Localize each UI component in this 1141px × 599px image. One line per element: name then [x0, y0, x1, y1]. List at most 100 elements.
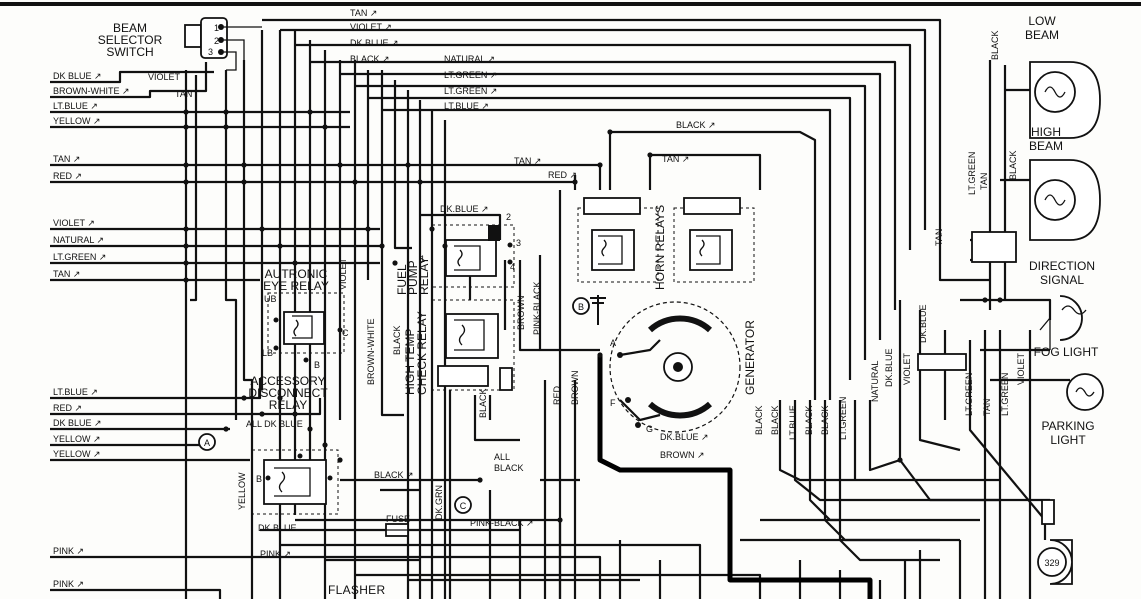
left-wire-label-13: YELLOW ↗	[53, 434, 101, 444]
top-wire-label-5: LT.GREEN ↗	[444, 70, 497, 80]
junction-dot	[277, 395, 283, 401]
generator-side-bus	[740, 400, 1000, 562]
wire-labels: DK BLUE ↗ BROWN-WHITE ↗ LT.BLUE ↗ YELLOW ↗ T…	[53, 8, 1099, 597]
terminal-gen-g: G	[646, 424, 653, 434]
vertical-label-lt-blue-r: LT.BLUE	[788, 405, 798, 440]
top-wire-label-9: TAN ↗	[514, 156, 541, 166]
junction-dot	[307, 426, 313, 432]
vertical-label-black-r3: BLACK	[804, 405, 814, 435]
junction-dot	[429, 226, 435, 232]
junction-dot	[183, 162, 189, 168]
top-wire-label-8: BLACK ↗	[676, 120, 716, 130]
left-wire-label-12: DK BLUE ↗	[53, 418, 102, 428]
terminal-relay-3: 3	[516, 238, 521, 248]
parking-light-bulb	[1066, 373, 1104, 411]
dk-blue-gen-label: DK.BLUE ↗	[660, 432, 709, 442]
left-wire-label-1: BROWN-WHITE ↗	[53, 86, 130, 96]
dk-blue-relay-label: DK.BLUE ↗	[440, 204, 489, 214]
top-wire-label-3: BLACK ↗	[350, 54, 390, 64]
fog-light-label: FOG LIGHT	[1034, 345, 1099, 359]
vertical-label-violet-eye: VIOLET	[338, 257, 348, 290]
all-dk-blue-label: ALL DK BLUE	[246, 419, 303, 429]
high-temp-label: HIGH TEMPCHECK RELAY	[403, 311, 429, 395]
junction-dot	[183, 124, 189, 130]
terminal-acc-b: B	[256, 474, 262, 484]
vertical-label-tan-head: TAN	[934, 229, 944, 246]
junction-dot	[241, 162, 247, 168]
junction-dot	[647, 152, 653, 158]
low-beam-lamp	[1029, 61, 1101, 139]
junction-dot	[322, 124, 328, 130]
vertical-label-brown-white: BROWN-WHITE	[366, 319, 376, 386]
junction-dot	[183, 179, 189, 185]
junction-dot	[183, 277, 189, 283]
vertical-label-black-r1: BLACK	[754, 405, 764, 435]
junction-dot	[897, 457, 903, 463]
junction-dot	[322, 442, 328, 448]
junction-dot	[241, 395, 247, 401]
direction-signal-bulb	[1059, 295, 1087, 341]
junction-dot	[405, 162, 411, 168]
generator-label: GENERATOR	[743, 320, 757, 395]
junction-dot	[417, 179, 423, 185]
junction-dot	[557, 517, 563, 523]
high-beam-lamp	[1029, 159, 1101, 241]
bulb-329	[1037, 499, 1073, 585]
junction-dot	[277, 243, 283, 249]
left-wire-label-0: DK BLUE ↗	[53, 71, 102, 81]
junction-dot	[259, 226, 265, 232]
vertical-label-lt-green-head: LT.GREEN	[967, 152, 977, 195]
left-wire-label-8: LT.GREEN ↗	[53, 252, 106, 262]
left-wire-label-6: VIOLET ↗	[53, 218, 95, 228]
bulb-number-label: 329	[1044, 558, 1059, 568]
terminal-lb: LB	[262, 348, 273, 358]
terminal-beam-1: 1	[214, 23, 219, 33]
vertical-label-black-1: BLACK	[392, 325, 402, 355]
junction-dot	[259, 411, 265, 417]
terminal-gen-a: A	[610, 338, 616, 348]
vertical-label-dk-blue-r: DK.BLUE	[884, 348, 894, 387]
top-wire-label-1: VIOLET ↗	[350, 22, 392, 32]
terminal-b-eye: B	[314, 360, 320, 370]
junction-dot	[337, 162, 343, 168]
junction-dot	[379, 243, 385, 249]
terminal-relay-2: 2	[506, 212, 511, 222]
vertical-label-lt-green-r: LT.GREEN	[838, 397, 848, 440]
fuse-label: FUSE	[386, 514, 410, 524]
high-temp-check-relay	[431, 299, 515, 391]
vertical-label-dk-blue-r2: DK.BLUE	[918, 304, 928, 343]
left-wire-label-3: YELLOW ↗	[53, 116, 101, 126]
junction-dots	[183, 109, 1003, 523]
vertical-label-tan-r: TAN	[982, 399, 992, 416]
junction-dot	[365, 226, 371, 232]
terminal-circ-c: C	[460, 501, 467, 511]
direction-connector	[971, 231, 1017, 263]
junction-dot	[183, 260, 189, 266]
top-feeders	[262, 18, 942, 400]
pink-black-label: PINK-BLACK ↗	[470, 518, 534, 528]
vertical-label-black-head: BLACK	[990, 30, 1000, 60]
left-wire-label-7: NATURAL ↗	[53, 235, 104, 245]
junction-dot	[241, 179, 247, 185]
junction-dot	[597, 162, 603, 168]
vertical-label-lt-green-r3: LT.GREEN	[1000, 373, 1010, 416]
vertical-label-violet-r: VIOLET	[902, 352, 912, 385]
fog-light-bulb	[1039, 316, 1051, 350]
pink-low-label: PINK ↗	[260, 549, 291, 559]
ground-symbol	[590, 295, 606, 325]
vertical-label-lt-green-r2: LT.GREEN	[964, 373, 974, 416]
terminal-circ-b: B	[578, 302, 584, 312]
left-wire-label-10: LT.BLUE ↗	[53, 387, 98, 397]
top-wire-label-11: TAN ↗	[662, 154, 689, 164]
junction-dot	[982, 297, 988, 303]
junction-dot	[997, 297, 1003, 303]
junction-dot	[442, 243, 448, 249]
left-wire-label-15: PINK ↗	[53, 546, 84, 556]
